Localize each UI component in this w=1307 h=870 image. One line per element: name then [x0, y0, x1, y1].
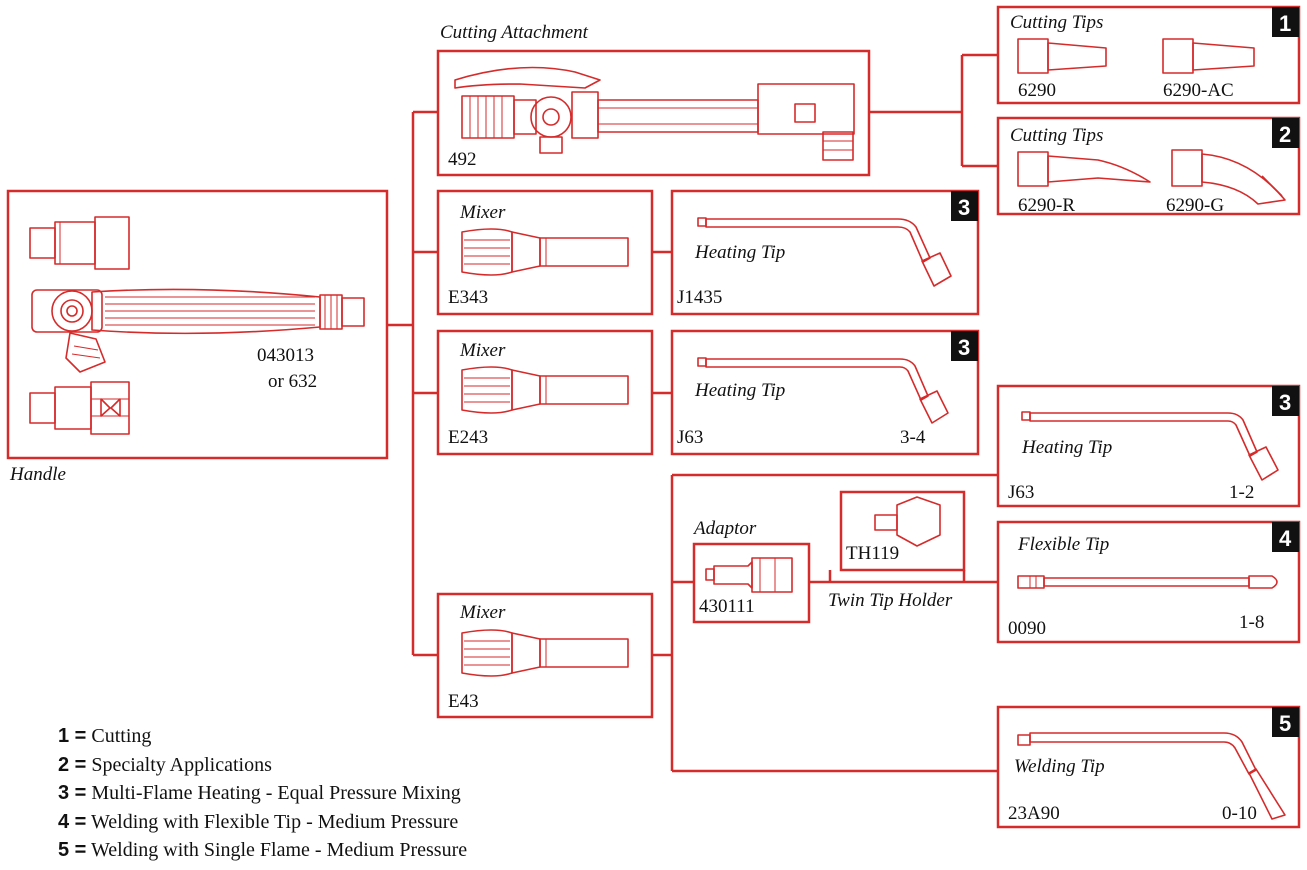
- cutting-tips-1-panel: Cutting Tips 1 6290 6290-AC: [996, 5, 1301, 105]
- heating-tip-j1435-part-number: J1435: [677, 287, 722, 308]
- legend-item: 1 = Cutting: [58, 722, 467, 751]
- cutting-tips-2-title: Cutting Tips: [1010, 125, 1103, 146]
- legend-number: 5 =: [58, 839, 87, 861]
- welding-tip-title: Welding Tip: [1014, 756, 1105, 777]
- legend-text: Specialty Applications: [91, 753, 272, 776]
- mixer-e343-drawing: [461, 228, 629, 276]
- heating-tip-j1435-title: Heating Tip: [694, 242, 785, 263]
- adaptor-part-number: 430111: [699, 596, 755, 617]
- badge-3b-box: [951, 331, 978, 361]
- mixer-e343-part-number: E343: [448, 287, 488, 308]
- handle-drawing: [29, 216, 365, 435]
- twin-tip-holder-part-number: TH119: [846, 543, 899, 564]
- cutting-tip-6290-drawing: [1017, 38, 1107, 74]
- badge-2-box: [1272, 118, 1299, 148]
- badge-3b: 3: [958, 335, 970, 360]
- welding-tip-size: 0-10: [1222, 803, 1257, 824]
- heating-tip-j63-a-panel: 3 Heating Tip J63 3-4: [670, 329, 980, 456]
- heating-tip-j63-a-part-number: J63: [677, 427, 703, 448]
- cutting-tip-6290-part-number: 6290: [1018, 80, 1056, 101]
- heating-tip-j63-b-size: 1-2: [1229, 482, 1254, 503]
- welding-tip-drawing: [1017, 732, 1286, 820]
- twin-tip-holder-drawing: [874, 496, 941, 547]
- legend-number: 2 =: [58, 753, 87, 776]
- mixer-e343-panel: Mixer E343: [436, 189, 654, 316]
- mixer-e243-title: Mixer: [459, 340, 506, 361]
- flexible-tip-title: Flexible Tip: [1017, 534, 1109, 555]
- cutting-attachment-panel: Cutting Attachment 492: [436, 22, 871, 177]
- legend-item: 4 = Welding with Flexible Tip - Medium P…: [58, 808, 467, 837]
- flexible-tip-part-number: 0090: [1008, 618, 1046, 639]
- heating-tip-j1435-panel: 3 Heating Tip J1435: [670, 189, 980, 316]
- heating-tip-j63-a-title: Heating Tip: [694, 380, 785, 401]
- handle-alt-part-number: or 632: [268, 371, 317, 392]
- adaptor-panel: Adaptor 430111: [692, 518, 811, 624]
- legend-text: Welding with Flexible Tip - Medium Press…: [91, 810, 459, 833]
- badge-2: 2: [1279, 122, 1291, 147]
- flexible-tip-panel: 4 Flexible Tip 0090 1-8: [996, 520, 1301, 644]
- twin-tip-holder-panel: TH119 Twin Tip Holder: [828, 490, 966, 611]
- badge-3c: 3: [1279, 390, 1291, 415]
- twin-tip-holder-title: Twin Tip Holder: [828, 590, 953, 611]
- legend-item: 2 = Specialty Applications: [58, 751, 467, 780]
- cutting-attachment-drawing: [454, 66, 855, 161]
- welding-tip-panel: 5 Welding Tip 23A90 0-10: [996, 705, 1301, 829]
- flexible-tip-drawing: [1017, 575, 1278, 589]
- legend-text: Welding with Single Flame - Medium Press…: [91, 839, 468, 861]
- cutting-tip-6290-r-drawing: [1017, 151, 1151, 187]
- heating-tip-j1435-drawing: [697, 217, 952, 287]
- mixer-e243-panel: Mixer E243: [436, 329, 654, 456]
- legend-item: 5 = Welding with Single Flame - Medium P…: [58, 836, 467, 865]
- badge-5-box: [1272, 707, 1299, 737]
- legend-text: Cutting: [91, 725, 152, 747]
- mixer-e243-part-number: E243: [448, 427, 488, 448]
- legend-item: 3 = Multi-Flame Heating - Equal Pressure…: [58, 779, 467, 808]
- cutting-tip-6290-ac-part-number: 6290-AC: [1163, 80, 1234, 101]
- welding-tip-part-number: 23A90: [1008, 803, 1060, 824]
- heating-tip-j63-b-panel: 3 Heating Tip J63 1-2: [996, 384, 1301, 508]
- badge-3: 3: [958, 195, 970, 220]
- connector-lines: [387, 53, 998, 773]
- legend-text: Multi-Flame Heating - Equal Pressure Mix…: [91, 782, 461, 804]
- heating-tip-j63-a-size: 3-4: [900, 427, 926, 448]
- mixer-e43-panel: Mixer E43: [436, 592, 654, 719]
- legend: 1 = Cutting 2 = Specialty Applications 3…: [58, 722, 467, 865]
- heating-tip-j63-b-part-number: J63: [1008, 482, 1034, 503]
- legend-number: 3 =: [58, 782, 87, 804]
- flexible-tip-size: 1-8: [1239, 612, 1264, 633]
- cutting-attachment-title: Cutting Attachment: [440, 22, 589, 43]
- heating-tip-j63-b-title: Heating Tip: [1021, 437, 1112, 458]
- cutting-tip-6290-g-part-number: 6290-G: [1166, 195, 1224, 216]
- legend-number: 4 =: [58, 810, 87, 833]
- heating-tip-j63-b-drawing: [1021, 411, 1279, 481]
- cutting-tips-2-panel: Cutting Tips 2 6290-R 6290-G: [996, 116, 1301, 216]
- adaptor-title: Adaptor: [692, 518, 757, 539]
- mixer-e343-title: Mixer: [459, 202, 506, 223]
- badge-4-box: [1272, 522, 1299, 552]
- cutting-tip-6290-ac-drawing: [1162, 38, 1255, 74]
- mixer-e43-drawing: [461, 629, 629, 677]
- cutting-attachment-part-number: 492: [448, 149, 477, 170]
- badge-3-box: [951, 191, 978, 221]
- badge-1-box: [1272, 7, 1299, 37]
- handle-panel: 043013 or 632 Handle: [6, 189, 389, 485]
- badge-1: 1: [1279, 11, 1291, 36]
- badge-4: 4: [1279, 526, 1292, 551]
- handle-part-number: 043013: [257, 345, 314, 366]
- cutting-tip-6290-g-drawing: [1171, 149, 1286, 205]
- badge-5: 5: [1279, 711, 1291, 736]
- cutting-tip-6290-r-part-number: 6290-R: [1018, 195, 1075, 216]
- cutting-tips-1-title: Cutting Tips: [1010, 12, 1103, 33]
- mixer-e43-part-number: E43: [448, 691, 479, 712]
- mixer-e43-title: Mixer: [459, 602, 506, 623]
- handle-title: Handle: [9, 464, 66, 485]
- legend-number: 1 =: [58, 725, 87, 747]
- mixer-e243-drawing: [461, 366, 629, 414]
- adaptor-drawing: [705, 557, 793, 593]
- badge-3c-box: [1272, 386, 1299, 416]
- heating-tip-j63-a-drawing: [697, 357, 949, 424]
